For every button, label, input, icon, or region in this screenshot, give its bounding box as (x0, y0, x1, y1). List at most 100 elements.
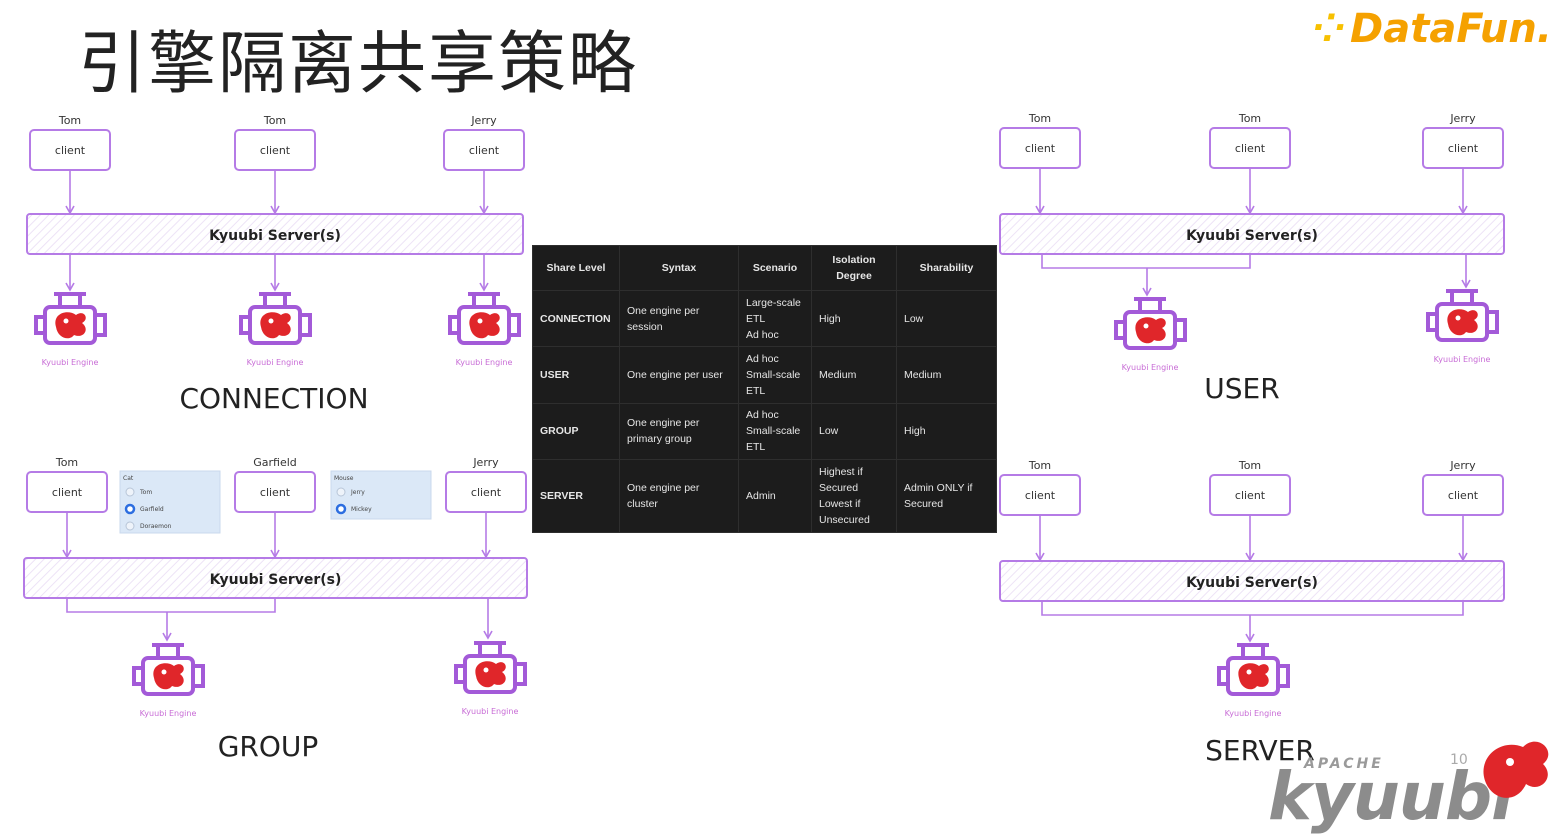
table-header: Isolation Degree (811, 245, 897, 291)
table-cell: Large-scale ETL Ad hoc (738, 289, 812, 348)
arrow-head (65, 282, 75, 292)
arrow-head (1142, 287, 1152, 297)
kyuubi-server-label: Kyuubi Server(s) (1186, 575, 1318, 591)
table-header-row: Share Level Syntax Scenario Isolation De… (532, 245, 997, 291)
user-name: Jerry (470, 114, 497, 127)
radio-option (335, 503, 347, 515)
kyuubi-server-label: Kyuubi Server(s) (210, 572, 342, 588)
radio-option-label: Doraemon (140, 523, 172, 530)
kyuubi-engine-icon (1217, 643, 1290, 696)
arrow-head (479, 205, 489, 215)
user-name: Tom (1028, 112, 1051, 125)
kyuubi-engine-icon (454, 641, 527, 694)
radio-option (125, 521, 135, 531)
kyuubi-engine-label: Kyuubi Engine (42, 358, 99, 367)
logo-apache-text: APACHE (1304, 756, 1384, 772)
kyuubi-server-box (999, 213, 1505, 255)
table-row: GROUP One engine per primary group Ad ho… (532, 402, 997, 461)
client-label: client (1025, 489, 1056, 502)
radio-option-label: Garfield (140, 506, 164, 513)
table-cell: Low (896, 289, 997, 348)
popup-panel (330, 470, 432, 520)
level-label-user: USER (1204, 372, 1279, 405)
table-cell: Admin (738, 459, 812, 533)
arrow-head (270, 282, 280, 292)
page-number: 10 (1450, 752, 1468, 768)
user-name: Jerry (472, 456, 499, 469)
kyuubi-engine-label: Kyuubi Engine (247, 358, 304, 367)
kyuubi-engine-label: Kyuubi Engine (1225, 709, 1282, 718)
table-header: Scenario (738, 245, 812, 291)
merge-line (66, 598, 276, 613)
arrow-head (1461, 279, 1471, 289)
level-label-connection: CONNECTION (179, 382, 368, 415)
client-label: client (1235, 489, 1266, 502)
level-label-server: SERVER (1205, 734, 1315, 767)
table-cell: SERVER (532, 459, 620, 533)
logo-word: kyuubi (1268, 758, 1514, 835)
kyuubi-engine-label: Kyuubi Engine (462, 707, 519, 716)
arrow-head (1245, 633, 1255, 643)
client-label: client (1448, 489, 1479, 502)
arrow-head (1035, 205, 1045, 215)
kyuubi-engine-icon (448, 292, 521, 345)
arrow-head (1458, 552, 1468, 562)
diagram-group: TomclientGarfieldclientJerryclientKyuubi… (23, 456, 528, 763)
arrow-head (479, 282, 489, 292)
brand-text: DataFun. (1350, 6, 1552, 52)
radio-option (124, 503, 136, 515)
arrow-head (162, 632, 172, 642)
table-cell: Ad hoc Small-scale ETL (738, 402, 812, 461)
client-label: client (1448, 142, 1479, 155)
arrow-head (1245, 205, 1255, 215)
arrow-head (62, 549, 72, 559)
radio-option (125, 487, 135, 497)
kyuubi-engine-label: Kyuubi Engine (1122, 363, 1179, 372)
kyuubi-engine-icon (1114, 297, 1187, 350)
kyuubi-engine-label: Kyuubi Engine (456, 358, 513, 367)
table-row: CONNECTION One engine per session Large-… (532, 289, 997, 348)
arrow-head (483, 630, 493, 640)
user-name: Tom (58, 114, 81, 127)
radio-option-label: Tom (139, 489, 152, 496)
table-cell: USER (532, 346, 620, 404)
arrow-head (270, 205, 280, 215)
table-cell: CONNECTION (532, 289, 620, 348)
table-row: SERVER One engine per cluster Admin High… (532, 459, 997, 533)
table-cell: One engine per session (619, 289, 739, 348)
table-cell: Low (811, 402, 897, 461)
arrow-head (481, 549, 491, 559)
kyuubi-server-label: Kyuubi Server(s) (1186, 228, 1318, 244)
radio-option-label: Mickey (351, 506, 372, 513)
table-cell: One engine per cluster (619, 459, 739, 533)
user-name: Tom (1028, 459, 1051, 472)
arrow-head (270, 549, 280, 559)
user-name: Tom (55, 456, 78, 469)
popup-title: Mouse (334, 475, 354, 482)
arrow-head (1035, 552, 1045, 562)
user-name: Tom (1238, 459, 1261, 472)
table-cell: High (896, 402, 997, 461)
table-cell: Medium (896, 346, 997, 404)
kyuubi-server-label: Kyuubi Server(s) (209, 228, 341, 244)
table-cell: GROUP (532, 402, 620, 461)
share-level-table: Share Level Syntax Scenario Isolation De… (532, 245, 997, 533)
client-label: client (260, 144, 291, 157)
kyuubi-engine-label: Kyuubi Engine (140, 709, 197, 718)
table-header: Syntax (619, 245, 739, 291)
client-label: client (52, 486, 83, 499)
arrow-head (1245, 552, 1255, 562)
client-label: client (55, 144, 86, 157)
table-cell: Medium (811, 346, 897, 404)
kyuubi-engine-label: Kyuubi Engine (1434, 355, 1491, 364)
radio-option-label: Jerry (350, 489, 365, 496)
kyuubi-engine-icon (1426, 289, 1499, 342)
merge-line (1041, 254, 1251, 269)
table-cell: One engine per primary group (619, 402, 739, 461)
client-label: client (260, 486, 291, 499)
